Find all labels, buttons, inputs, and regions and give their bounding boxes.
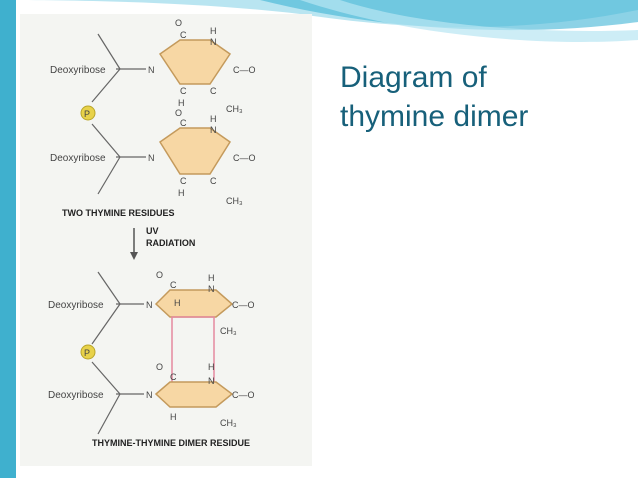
svg-text:C: C bbox=[180, 30, 187, 40]
svg-text:P: P bbox=[84, 348, 90, 358]
pyrimidine-ring bbox=[158, 39, 232, 85]
uv-label: UV bbox=[146, 226, 159, 236]
svg-text:N: N bbox=[208, 376, 215, 386]
svg-text:H: H bbox=[208, 362, 215, 372]
deoxyribose-label: Deoxyribose bbox=[50, 153, 106, 164]
left-accent-bar bbox=[0, 0, 16, 478]
svg-text:N: N bbox=[210, 125, 217, 135]
svg-text:CH₃: CH₃ bbox=[220, 326, 237, 336]
svg-text:H: H bbox=[210, 26, 217, 36]
svg-text:C: C bbox=[210, 86, 217, 96]
svg-text:C—O: C—O bbox=[232, 390, 255, 400]
deoxyribose-label: Deoxyribose bbox=[48, 390, 104, 401]
svg-text:CH₃: CH₃ bbox=[226, 104, 243, 114]
thymine-dimer-figure: .lbl { font-size: 10px; fill: #444; } .a… bbox=[20, 14, 312, 466]
svg-text:N: N bbox=[146, 390, 153, 400]
pyrimidine-ring bbox=[154, 381, 234, 408]
svg-text:C: C bbox=[210, 176, 217, 186]
svg-text:C: C bbox=[170, 280, 177, 290]
svg-text:H: H bbox=[170, 412, 177, 422]
pyrimidine-ring bbox=[158, 127, 232, 175]
svg-text:C—O: C—O bbox=[233, 153, 256, 163]
svg-text:N: N bbox=[208, 284, 215, 294]
svg-text:O: O bbox=[156, 270, 163, 280]
svg-text:N: N bbox=[146, 300, 153, 310]
svg-text:H: H bbox=[178, 188, 185, 198]
deoxyribose-label: Deoxyribose bbox=[48, 300, 104, 311]
svg-text:C: C bbox=[180, 118, 187, 128]
phosphate-icon bbox=[80, 105, 96, 121]
header-swoosh bbox=[0, 0, 638, 42]
svg-text:O: O bbox=[175, 108, 182, 118]
bottom-caption: THYMINE-THYMINE DIMER RESIDUE bbox=[92, 438, 250, 448]
svg-text:O: O bbox=[175, 18, 182, 28]
dimer-residue-1: Deoxyribose N C O H N H C—O CH₃ bbox=[48, 270, 255, 345]
svg-text:C: C bbox=[180, 86, 187, 96]
svg-text:CH₃: CH₃ bbox=[226, 196, 243, 206]
svg-text:C—O: C—O bbox=[232, 300, 255, 310]
svg-text:C: C bbox=[170, 372, 177, 382]
slide-title-line-2: thymine dimer bbox=[340, 100, 529, 133]
svg-text:H: H bbox=[178, 98, 185, 108]
svg-text:H: H bbox=[174, 298, 181, 308]
slide-title: Diagram of thymine dimer bbox=[340, 58, 620, 136]
svg-text:C: C bbox=[180, 176, 187, 186]
svg-text:N: N bbox=[210, 37, 217, 47]
phosphate-icon bbox=[80, 344, 96, 360]
svg-text:N: N bbox=[148, 153, 155, 163]
svg-text:P: P bbox=[84, 109, 90, 119]
svg-text:H: H bbox=[210, 114, 217, 124]
dimer-residue-2: Deoxyribose N C O H N C—O H CH₃ bbox=[48, 361, 255, 435]
svg-text:H: H bbox=[208, 273, 215, 283]
radiation-label: RADIATION bbox=[146, 238, 195, 248]
svg-text:C—O: C—O bbox=[233, 65, 256, 75]
atom-n: N bbox=[148, 65, 155, 75]
top-caption: TWO THYMINE RESIDUES bbox=[62, 208, 175, 218]
pyrimidine-ring bbox=[154, 289, 234, 318]
thymine-residue-2: Deoxyribose N C O H N C—O C H C CH₃ bbox=[50, 108, 256, 206]
svg-text:O: O bbox=[156, 362, 163, 372]
thymine-residue-1: Deoxyribose N C O H N C—O C H C CH₃ bbox=[50, 18, 256, 114]
slide-title-line-1: Diagram of bbox=[340, 61, 487, 94]
deoxyribose-label: Deoxyribose bbox=[50, 65, 106, 76]
svg-text:CH₃: CH₃ bbox=[220, 418, 237, 428]
